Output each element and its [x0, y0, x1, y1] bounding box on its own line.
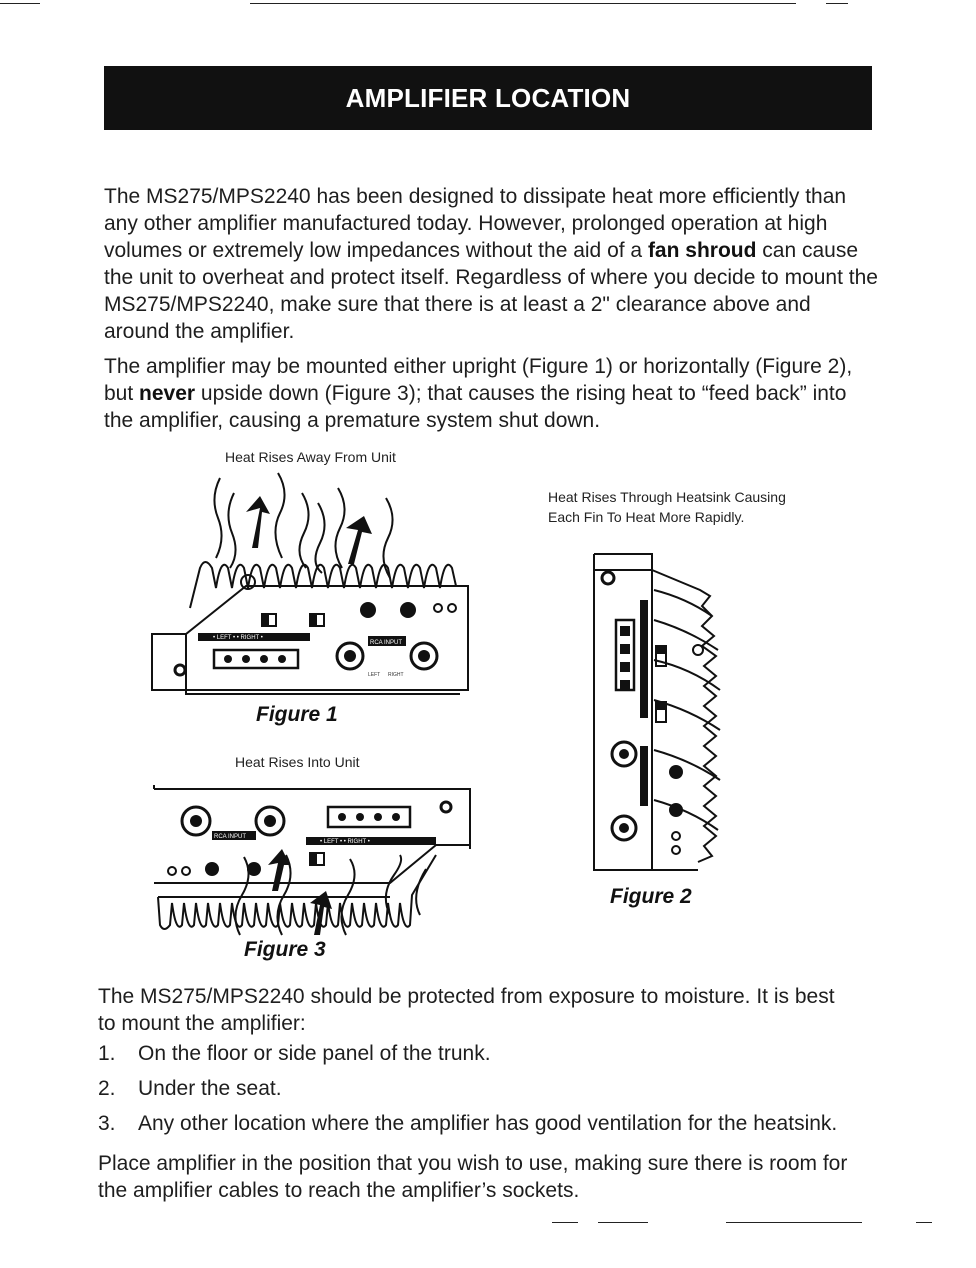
moisture-intro: The MS275/MPS2240 should be protected fr… [98, 985, 835, 1035]
fig1-left-right-text: • LEFT • • RIGHT • [213, 635, 263, 641]
fig2-caption: Figure 2 [610, 885, 692, 908]
fig1-label: Heat Rises Away From Unit [225, 449, 396, 465]
never-emphasis: never [139, 382, 196, 405]
fig3-label: Heat Rises Into Unit [235, 754, 360, 770]
top-rule-right [826, 3, 848, 4]
figure-1-illustration: • LEFT • • RIGHT • RCA INPUT LEFT RIGHT [151, 472, 469, 695]
intro-paragraph-1: The MS275/MPS2240 has been designed to d… [104, 185, 878, 343]
bottom-rule-3 [726, 1222, 862, 1223]
fig1-caption: Figure 1 [256, 703, 338, 726]
fig3-rca-text: RCA INPUT [214, 834, 246, 840]
figure-2-illustration [593, 553, 721, 871]
fan-shroud-emphasis: fan shroud [647, 239, 757, 262]
section-header: AMPLIFIER LOCATION [104, 66, 872, 130]
list-item: 1.On the floor or side panel of the trun… [98, 1042, 491, 1065]
fig3-left-right-text: • LEFT • • RIGHT • [320, 839, 370, 845]
bottom-rule-1 [552, 1222, 578, 1223]
top-rule-center [250, 3, 796, 4]
section-title: AMPLIFIER LOCATION [345, 82, 631, 113]
bottom-rule-2 [598, 1222, 648, 1223]
fig2-label: Heat Rises Through Heatsink Causing Each… [548, 489, 786, 525]
top-rule-left [0, 3, 40, 4]
bottom-rule-4 [916, 1222, 932, 1223]
intro-paragraph-2: The amplifier may be mounted either upri… [104, 355, 853, 432]
fig1-left-text: LEFT [368, 672, 380, 678]
fig1-right-text: RIGHT [388, 672, 404, 678]
fig1-rca-text: RCA INPUT [370, 640, 402, 646]
figure-3-illustration: RCA INPUT • LEFT • • RIGHT • [153, 785, 471, 936]
list-item: 3.Any other location where the amplifier… [98, 1112, 838, 1135]
fig3-caption: Figure 3 [244, 938, 326, 961]
list-item: 2.Under the seat. [98, 1077, 282, 1100]
closing-paragraph: Place amplifier in the position that you… [98, 1152, 848, 1202]
